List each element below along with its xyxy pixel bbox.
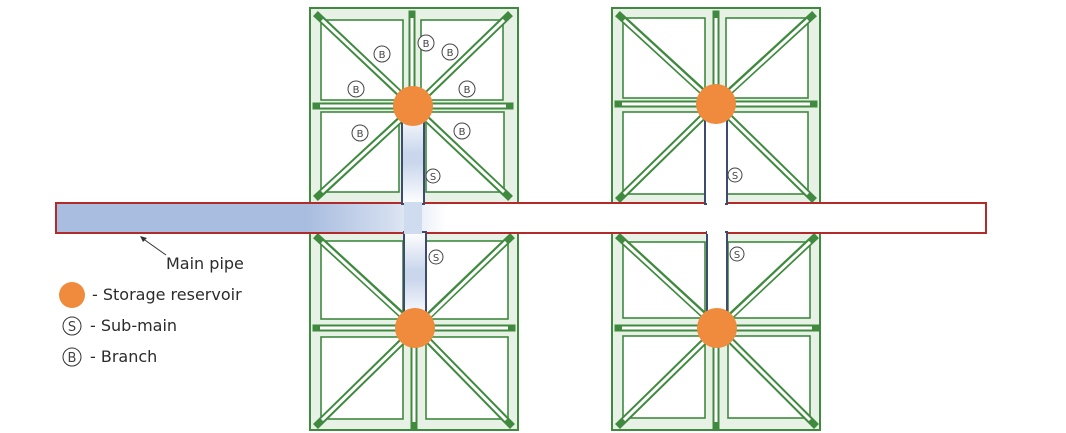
branch-lines-inner [622, 240, 812, 422]
storage-reservoir [395, 308, 435, 348]
submain-pipe [704, 111, 728, 205]
legend-item-submain: S - Sub-main [62, 316, 177, 336]
reservoir-dot-icon [59, 282, 85, 308]
branch-lines-inner [320, 18, 506, 194]
branch-marker: B [347, 80, 365, 98]
svg-text:B: B [357, 129, 364, 140]
branch-marker: B [351, 124, 369, 142]
svg-text:S: S [68, 320, 76, 335]
submain-marker: S [727, 167, 743, 183]
branch-lines-inner [622, 18, 810, 196]
main-pipe-pointer [141, 237, 167, 256]
submain-marker: S [428, 249, 444, 265]
submain-pipe [706, 231, 728, 319]
storage-reservoir [697, 308, 737, 348]
submain-marker: S [425, 168, 441, 184]
arrowhead-icon [140, 236, 147, 242]
branch-marker: B [441, 43, 459, 61]
main-pipe-label: Main pipe [166, 254, 244, 273]
svg-text:B: B [353, 85, 360, 96]
reservoirs [393, 84, 737, 348]
submain-marker: S [729, 246, 745, 262]
main-pipe-callout: Main pipe [140, 236, 244, 273]
legend-item-branch: B - Branch [62, 347, 157, 367]
storage-reservoir [696, 84, 736, 124]
legend-label: - Sub-main [90, 316, 177, 335]
svg-text:B: B [379, 50, 386, 61]
svg-text:S: S [433, 253, 439, 264]
branch-marker: B [417, 34, 435, 52]
svg-text:B: B [447, 48, 454, 59]
svg-text:B: B [464, 85, 471, 96]
submain-pipe [403, 231, 427, 319]
storage-reservoir [393, 86, 433, 126]
svg-text:B: B [68, 351, 77, 366]
branch-marker: B [458, 80, 476, 98]
legend: - Storage reservoir S - Sub-main B - Bra… [59, 282, 242, 367]
svg-text:B: B [459, 127, 466, 138]
s-circle-icon [62, 316, 82, 336]
legend-label: - Branch [90, 347, 157, 366]
b-circle-icon [62, 347, 82, 367]
svg-text:S: S [732, 171, 738, 182]
branch-marker: B [453, 122, 471, 140]
branch-lines-inner [320, 240, 508, 422]
svg-text:S: S [430, 172, 436, 183]
branch-markers: B B B B B B B [347, 34, 476, 142]
main-pipe [55, 202, 987, 234]
pipe-junctions [404, 202, 725, 234]
legend-label: - Storage reservoir [92, 285, 242, 304]
legend-item-reservoir: - Storage reservoir [59, 282, 242, 308]
svg-text:S: S [734, 250, 740, 261]
branch-marker: B [373, 45, 391, 63]
svg-text:B: B [423, 39, 430, 50]
block-top-left [309, 7, 519, 204]
submain-markers: S S S S [425, 167, 745, 265]
